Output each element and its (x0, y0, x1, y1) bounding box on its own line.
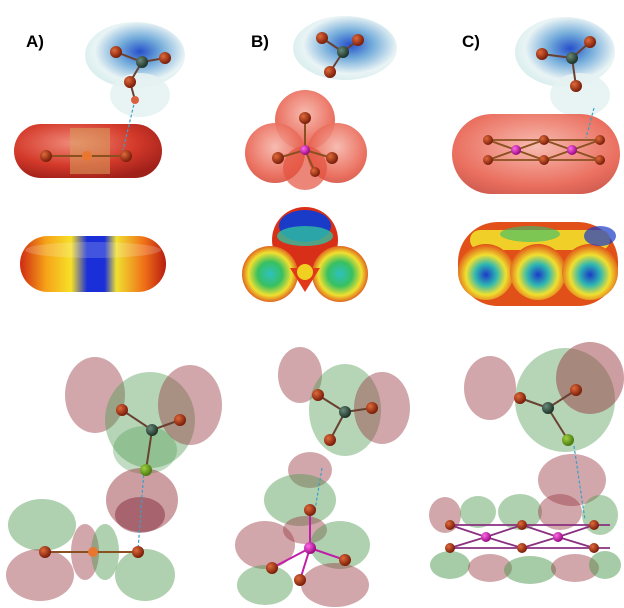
panel-label-c: C) (462, 32, 480, 51)
panel-label-a: A) (26, 32, 44, 51)
panel-a-orbitals (6, 357, 222, 601)
panel-b-esp-complex (245, 16, 397, 190)
panel-b-esp-surface (242, 207, 368, 302)
panel-label-b: B) (251, 32, 269, 51)
panel-c-esp-surface (458, 222, 618, 306)
panel-c-orbitals (429, 342, 624, 584)
panel-c-esp-complex (452, 17, 620, 194)
panel-a-esp-surface (20, 236, 166, 292)
panel-a-esp-complex (14, 22, 185, 178)
panel-b-orbitals (235, 347, 410, 607)
